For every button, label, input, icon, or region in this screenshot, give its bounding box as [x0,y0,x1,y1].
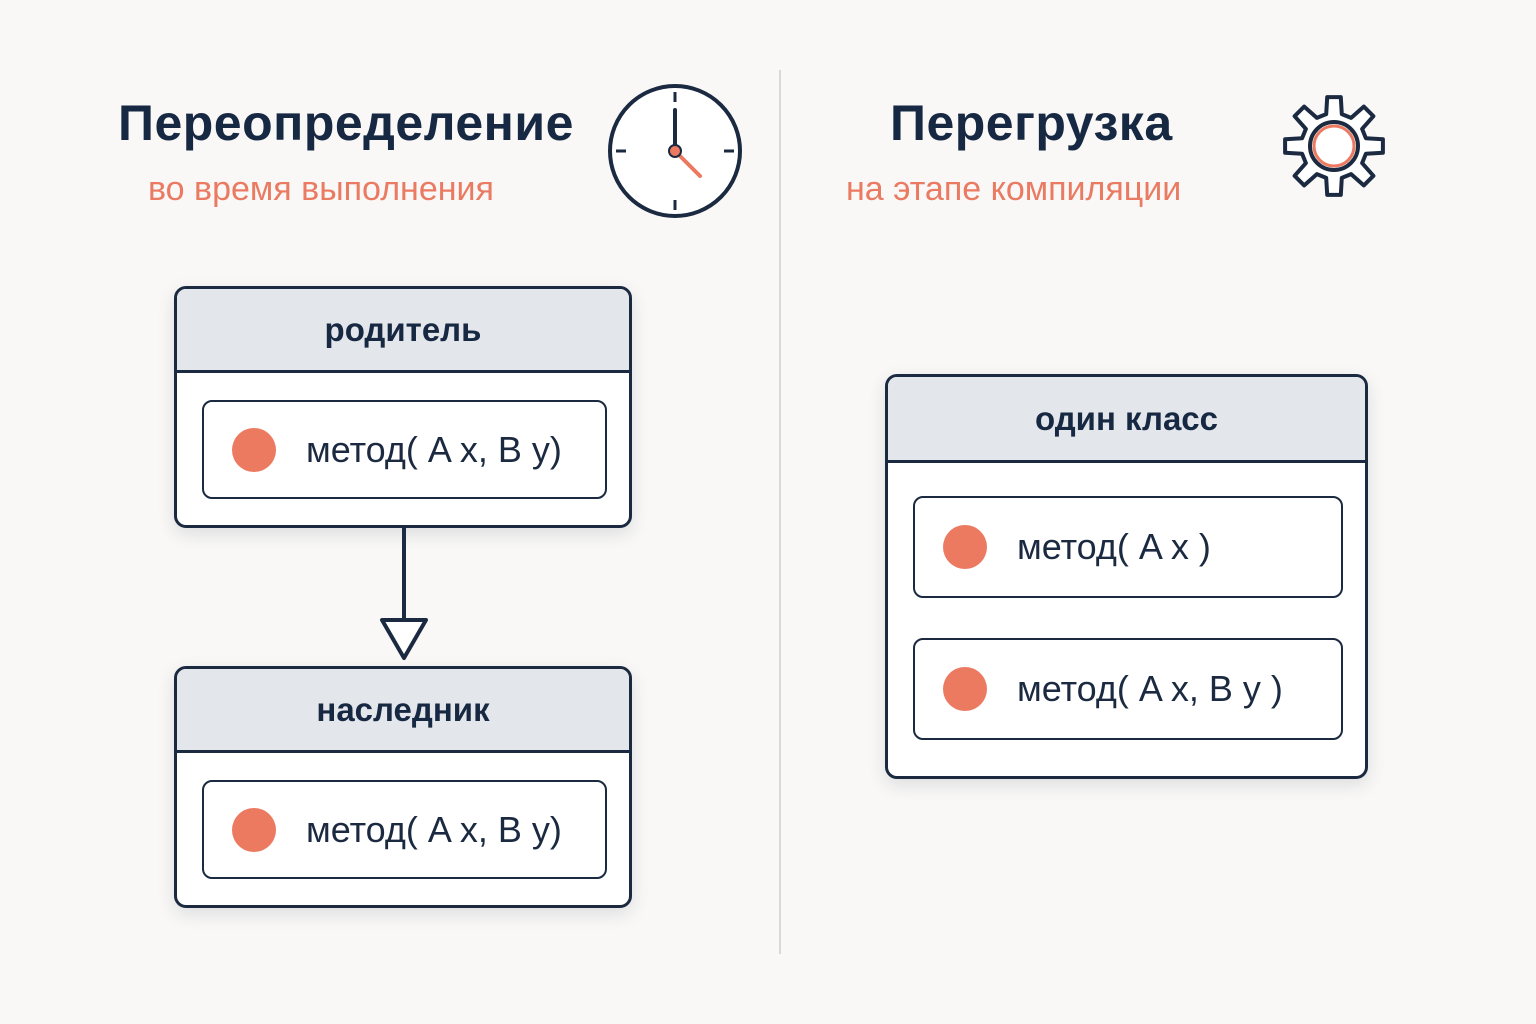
child-class-box: наследник метод( A x, B y) [174,666,632,908]
child-method-row: метод( A x, B y) [202,780,607,879]
method-bullet-icon [232,807,276,852]
overload-subtitle: на этапе компиляции [846,170,1182,208]
parent-class-box: родитель метод( A x, B y) [174,286,632,528]
overload-method-signature-1: метод( A x ) [1017,526,1211,567]
child-class-name: наследник [316,690,490,728]
overload-method-row-1: метод( A x ) [913,496,1343,598]
method-bullet-icon [943,667,987,711]
method-bullet-icon [943,525,987,569]
clock-icon [608,84,742,218]
child-method-signature: метод( A x, B y) [306,808,562,850]
parent-class-header: родитель [177,289,629,373]
single-class-name: один класс [1035,399,1218,437]
gear-icon [1283,95,1385,197]
override-title: Переопределение [118,95,574,151]
single-class-box: один класс метод( A x ) метод( A x, B y … [885,374,1368,779]
override-subtitle: во время выполнения [148,170,494,208]
parent-method-signature: метод( A x, B y) [306,428,562,470]
overload-method-signature-2: метод( A x, B y ) [1017,668,1283,709]
single-class-header: один класс [888,377,1365,463]
overload-title: Перегрузка [890,95,1173,151]
inheritance-arrow [380,526,428,660]
method-bullet-icon [232,427,276,472]
overload-method-row-2: метод( A x, B y ) [913,638,1343,740]
parent-method-row: метод( A x, B y) [202,400,607,499]
parent-class-name: родитель [324,310,482,348]
child-class-header: наследник [177,669,629,753]
section-divider [779,70,781,954]
